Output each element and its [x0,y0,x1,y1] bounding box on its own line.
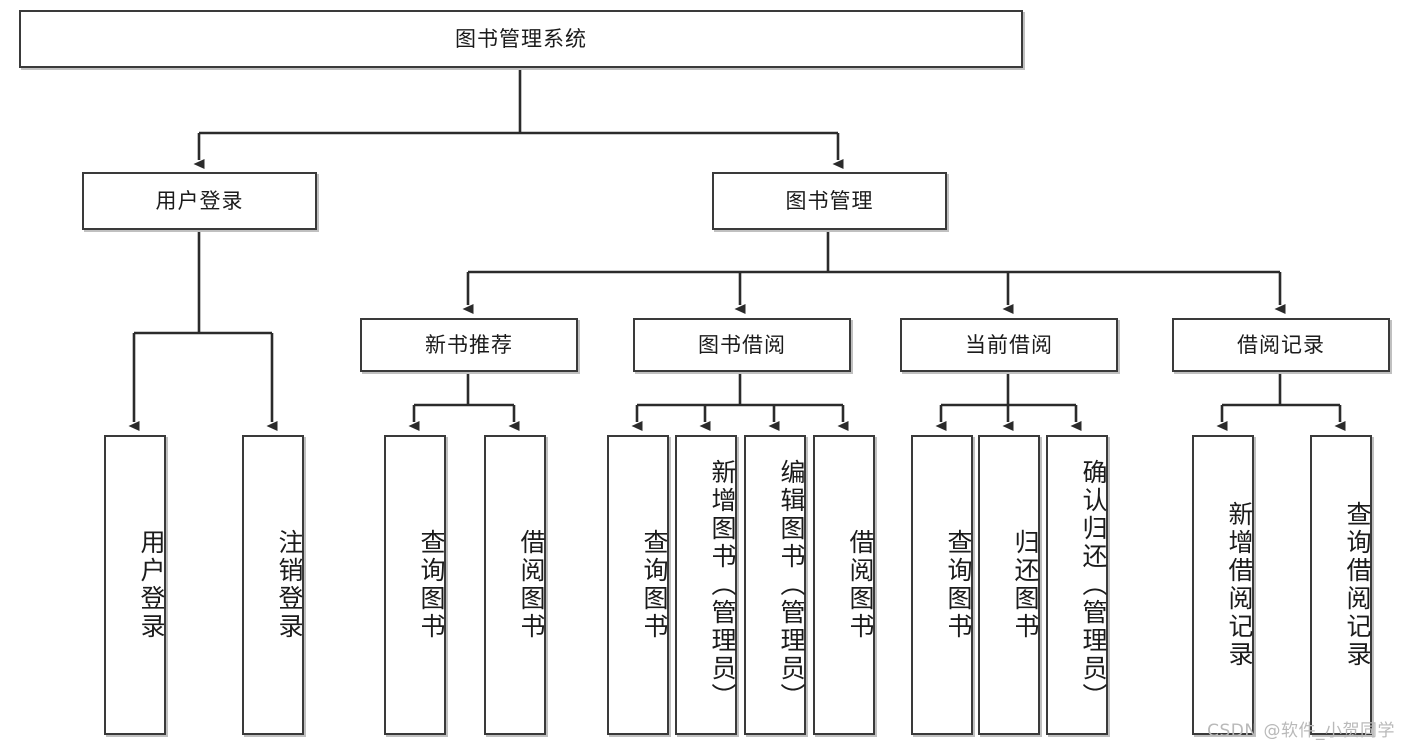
leaf-query-book-recommend[interactable]: 查询图书 [384,435,446,735]
leaf-label: 查询图书 [640,529,669,641]
leaf-user-login[interactable]: 用户登录 [104,435,166,735]
leaf-user-logout[interactable]: 注销登录 [242,435,304,735]
node-current-borrow[interactable]: 当前借阅 [900,318,1118,372]
leaf-label: 借阅图书 [517,529,546,641]
leaf-query-borrow-record[interactable]: 查询借阅记录 [1310,435,1372,735]
leaf-borrow-book[interactable]: 借阅图书 [813,435,875,735]
leaf-borrow-book-recommend[interactable]: 借阅图书 [484,435,546,735]
leaf-label: 注销登录 [275,529,304,641]
leaf-label: 用户登录 [137,529,166,641]
leaf-return-book[interactable]: 归还图书 [978,435,1040,735]
node-user-login[interactable]: 用户登录 [82,172,317,230]
leaf-label: 查询图书 [944,529,973,641]
leaf-add-book-admin[interactable]: 新增图书（管理员） [675,435,737,735]
node-root-system[interactable]: 图书管理系统 [19,10,1023,68]
leaf-label: 编辑图书（管理员） [777,459,806,711]
leaf-add-borrow-record[interactable]: 新增借阅记录 [1192,435,1254,735]
leaf-label: 借阅图书 [846,529,875,641]
leaf-label: 新增图书（管理员） [708,459,737,711]
leaf-edit-book-admin[interactable]: 编辑图书（管理员） [744,435,806,735]
leaf-label: 确认归还（管理员） [1079,459,1108,711]
leaf-label: 查询借阅记录 [1343,501,1372,669]
csdn-watermark: CSDN @软件_小贺同学 [1207,721,1395,741]
node-book-management[interactable]: 图书管理 [712,172,947,230]
leaf-label: 查询图书 [417,529,446,641]
leaf-query-book-current[interactable]: 查询图书 [911,435,973,735]
leaf-confirm-return-admin[interactable]: 确认归还（管理员） [1046,435,1108,735]
leaf-label: 归还图书 [1011,529,1040,641]
node-borrow-record[interactable]: 借阅记录 [1172,318,1390,372]
leaf-query-book-borrow[interactable]: 查询图书 [607,435,669,735]
leaf-label: 新增借阅记录 [1225,501,1254,669]
node-new-book-recommend[interactable]: 新书推荐 [360,318,578,372]
node-book-borrow[interactable]: 图书借阅 [633,318,851,372]
